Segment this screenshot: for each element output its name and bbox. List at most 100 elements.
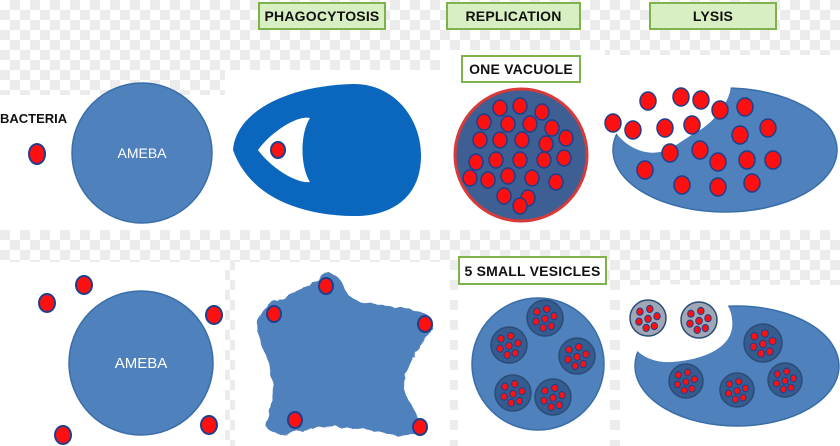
bacterium (680, 386, 688, 395)
vesicle (719, 372, 755, 408)
bacterium (476, 113, 492, 131)
bacterium (417, 315, 433, 333)
bacterium (522, 115, 538, 133)
bacterium (538, 135, 554, 153)
bacterium (624, 120, 642, 140)
bacterium (733, 386, 741, 395)
bacterium (556, 149, 572, 167)
ameba-label-top: AMEBA (117, 145, 167, 161)
bacterium (488, 151, 504, 169)
bacterium (765, 347, 774, 356)
bacterium (779, 385, 787, 394)
bacterium (412, 418, 428, 436)
vesicle (526, 299, 564, 337)
bacterium (787, 383, 795, 392)
bacterium (760, 329, 769, 338)
five-small-vesicles-label: 5 SMALL VESICLES (458, 256, 607, 285)
bacterium (741, 384, 750, 393)
bacterium (768, 336, 777, 346)
bacterium (656, 118, 674, 138)
bacterium (701, 324, 710, 333)
phagocytosis-label: PHAGOCYTOSIS (258, 2, 386, 30)
bacterium (318, 277, 334, 295)
bacterium (650, 322, 659, 331)
bacterium (636, 160, 654, 180)
bacterium (709, 152, 727, 172)
released-vesicles (629, 299, 803, 408)
bacterium (711, 100, 729, 120)
bacterium (514, 131, 530, 149)
bacterium (750, 332, 759, 341)
bacterium (544, 119, 560, 137)
bacterium (507, 331, 515, 341)
bacterium (704, 314, 712, 323)
bacterium (773, 370, 781, 378)
bacterium (687, 309, 695, 318)
bacterium (534, 103, 550, 121)
bacterium (709, 177, 727, 197)
bacterium (673, 380, 682, 389)
bacterium (540, 396, 548, 405)
bacterium (686, 319, 694, 328)
bacterium (468, 153, 484, 171)
bacterium (565, 345, 573, 354)
bacterium (512, 97, 528, 115)
bacterium (582, 350, 590, 359)
bacterium (515, 397, 524, 406)
lysis-cell-top (604, 56, 838, 213)
bacterium (480, 171, 496, 189)
bacterium (653, 312, 661, 321)
vesicle (490, 326, 528, 364)
bacterium (496, 187, 512, 205)
free-bacteria-bottom (38, 275, 223, 445)
vesicle (743, 323, 783, 363)
bacterium (512, 151, 528, 169)
bacterium (672, 87, 690, 107)
bacterium (501, 382, 509, 391)
ameba-cell-bottom (68, 290, 214, 436)
bacterium (683, 115, 701, 135)
bacterium (731, 125, 749, 145)
bacterium (635, 317, 643, 326)
vacuole-bacteria-cluster (462, 97, 574, 215)
bacterium (548, 173, 564, 191)
bacterium (462, 169, 478, 187)
ameba-label-bottom: AMEBA (115, 355, 168, 372)
bacterium (509, 389, 517, 398)
bacterium (604, 113, 622, 133)
bacterium (511, 379, 519, 389)
bacterium (636, 307, 644, 316)
bacterium (725, 380, 733, 388)
bacterium (789, 374, 798, 383)
bacteria-label: BACTERIA (0, 111, 68, 126)
small-vesicles (490, 299, 596, 416)
attached-bacteria (266, 277, 433, 436)
bacterium (496, 344, 504, 353)
bacterium (514, 339, 522, 348)
bacterium (54, 425, 72, 445)
bacterium (547, 402, 555, 411)
small-vesicles-cell (471, 297, 605, 431)
phagocytosis-cell (233, 83, 421, 217)
bacterium (759, 118, 777, 138)
bacterium (564, 355, 572, 364)
bacterium (500, 167, 516, 185)
vesicle (680, 301, 718, 339)
bacterium (673, 175, 691, 195)
lysis-label: LYSIS (649, 2, 777, 30)
bacterium (579, 360, 588, 369)
bacterium (735, 377, 743, 386)
bacterium (688, 384, 696, 393)
one-vacuole-cell (453, 87, 589, 223)
bacterium (536, 151, 552, 169)
bacterium (697, 306, 705, 316)
bacterium (503, 350, 511, 359)
bacterium (661, 143, 679, 163)
bacterium (539, 323, 547, 332)
bacterium (571, 361, 579, 370)
vesicle (494, 374, 532, 412)
bacterium (642, 323, 650, 332)
bacterium (558, 391, 566, 400)
bacterium (205, 305, 223, 325)
